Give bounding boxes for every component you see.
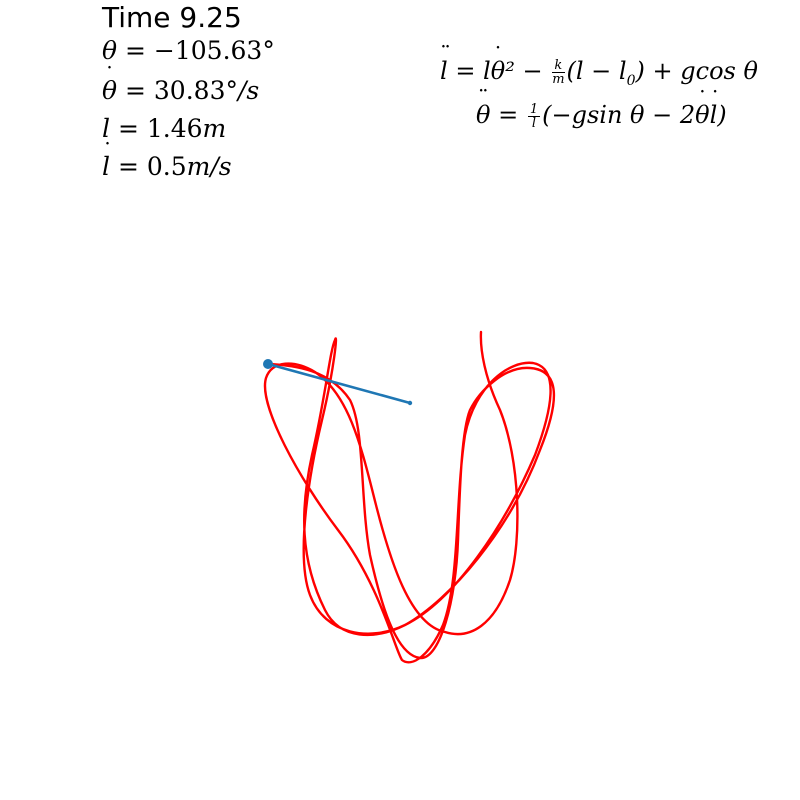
- pivot-point: [407, 400, 413, 406]
- trajectory-path: [263, 330, 556, 664]
- equation-angular-acceleration: θ = 1l(−gsin θ − 2θl): [476, 85, 727, 130]
- theta-unit: °: [262, 36, 275, 65]
- length-dot-symbol: l: [102, 138, 110, 182]
- theta-readout: θ = −105.63°: [102, 36, 275, 65]
- length-unit: m: [202, 114, 227, 143]
- length-readout: l = 1.46m: [102, 114, 227, 143]
- length-rate-readout: l = 0.5m/s: [102, 138, 232, 182]
- time-label: Time 9.25: [102, 1, 242, 34]
- length-rate-unit: m/s: [186, 152, 232, 181]
- theta-dot-readout: θ = 30.83°/s: [102, 62, 260, 106]
- length-rate-value: 0.5: [146, 152, 187, 181]
- theta-dot-value: 30.83: [153, 76, 226, 105]
- theta-dot-unit: °/s: [225, 76, 260, 105]
- equation-length-acceleration: l = lθ² − km(l − l0) + gcos θ: [440, 41, 758, 96]
- pendulum-rod: [267, 362, 411, 405]
- theta-value: −105.63: [153, 36, 263, 65]
- theta-dot-symbol: θ: [102, 62, 117, 106]
- pendulum-bob: [263, 359, 273, 369]
- length-value: 1.46: [146, 114, 203, 143]
